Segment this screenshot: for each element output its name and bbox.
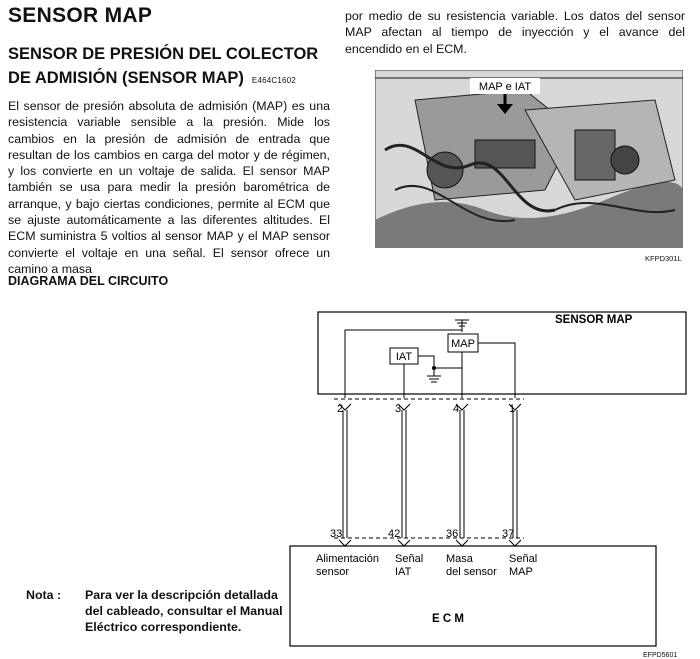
- signal-2-line1: Señal: [395, 553, 423, 565]
- signal-1-line1: Alimentación: [316, 553, 379, 565]
- note-line2: del cableado, consultar el Manual: [85, 604, 283, 618]
- signal-2-line2: IAT: [395, 566, 412, 578]
- engine-photo: MAP e IAT: [375, 70, 683, 248]
- sensor-pin-2: 2: [337, 403, 343, 415]
- page-title: SENSOR MAP: [8, 4, 153, 27]
- ecm-pin-37: 37: [502, 528, 514, 540]
- signal-3-line1: Masa: [446, 553, 474, 565]
- signal-4-line1: Señal: [509, 553, 537, 565]
- section-title-line1: SENSOR DE PRESIÓN DEL COLECTOR: [8, 45, 319, 63]
- section-title-line2: DE ADMISIÓN (SENSOR MAP): [8, 69, 244, 87]
- ecm-pin-42: 42: [388, 528, 400, 540]
- signal-3-line2: del sensor: [446, 566, 497, 578]
- sensor-map-box: [317, 311, 687, 395]
- footer-code: EFPD5601: [643, 652, 678, 659]
- sensor-pin-1: 1: [509, 403, 515, 415]
- ecm-pin-33: 33: [330, 528, 342, 540]
- signal-1-line2: sensor: [316, 566, 349, 578]
- photo-label: MAP e IAT: [479, 81, 531, 93]
- section-code: E464C1602: [251, 76, 296, 85]
- photo-code: KFPD301L: [645, 254, 682, 263]
- body-text-right: por medio de su resistencia variable. Lo…: [345, 9, 685, 56]
- component-iat-label: IAT: [396, 351, 413, 363]
- note-line1: Para ver la descripción detallada: [85, 588, 278, 602]
- harness-wires: [342, 410, 518, 538]
- signal-4-line2: MAP: [509, 566, 533, 578]
- sensor-pin-4: 4: [453, 403, 459, 415]
- ecm-box: [289, 545, 657, 647]
- sensor-pin-3: 3: [395, 403, 401, 415]
- ecm-label: E C M: [432, 613, 464, 625]
- ecm-pin-36: 36: [446, 528, 458, 540]
- section-title: SENSOR DE PRESIÓN DEL COLECTOR DE ADMISI…: [8, 42, 328, 93]
- note-label: Nota :: [26, 588, 62, 602]
- diagram-heading: DIAGRAMA DEL CIRCUITO: [8, 274, 169, 288]
- body-text-left: El sensor de presión absoluta de admisió…: [8, 99, 330, 276]
- component-map-label: MAP: [451, 338, 475, 350]
- note-line3: Eléctrico correspondiente.: [85, 620, 242, 634]
- sensor-box-label: SENSOR MAP: [555, 314, 633, 326]
- note-text: Para ver la descripción detallada del ca…: [85, 587, 283, 635]
